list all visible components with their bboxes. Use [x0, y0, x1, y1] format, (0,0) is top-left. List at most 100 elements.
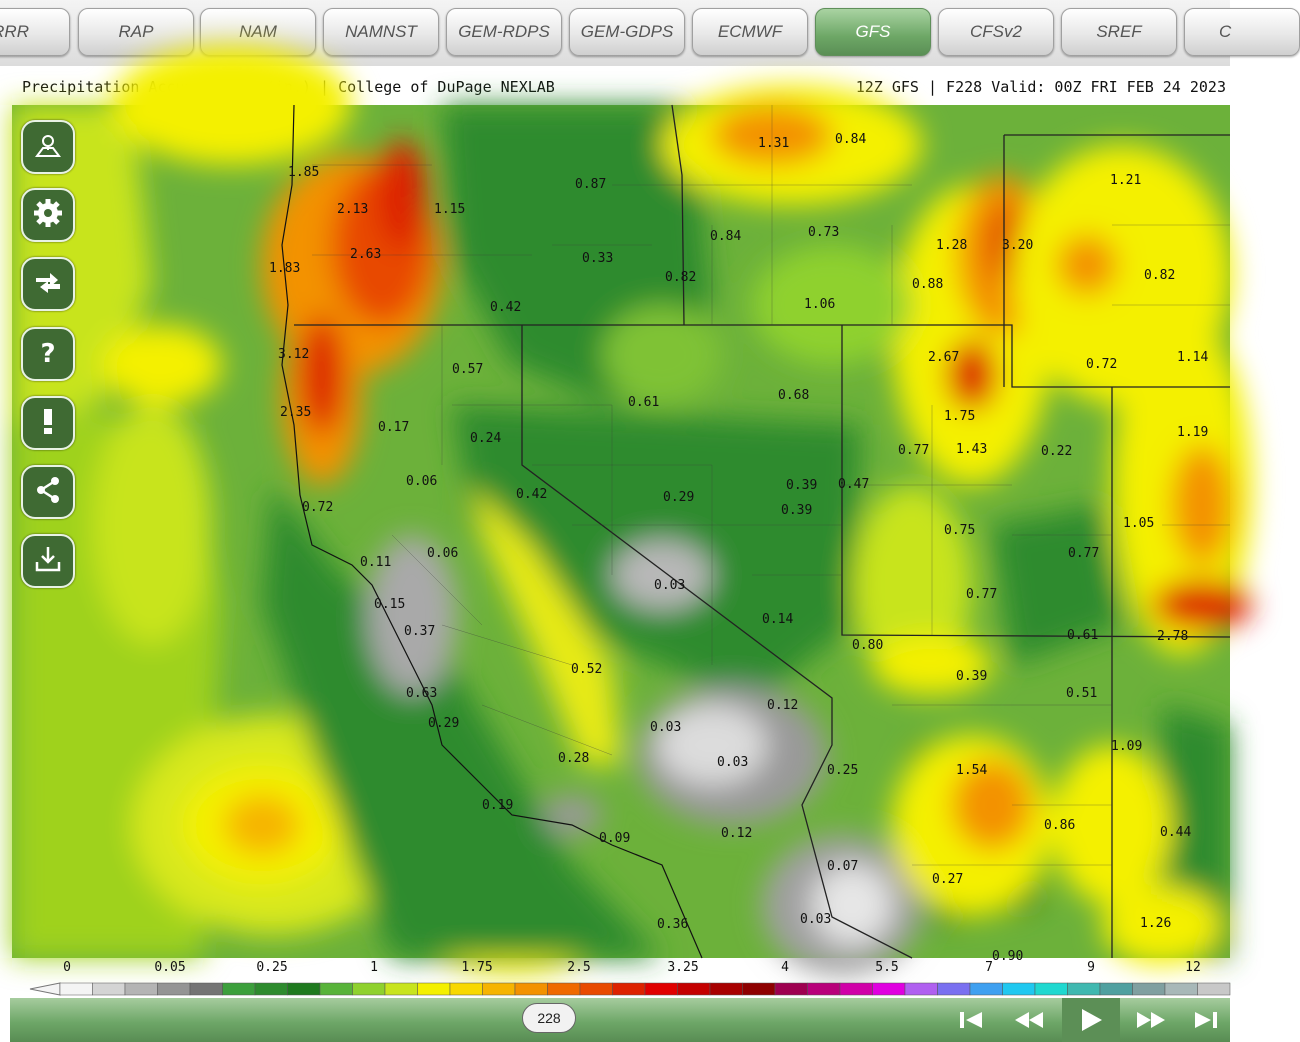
colorbar-swatch [1034, 982, 1068, 996]
precip-value: 0.39 [956, 669, 987, 684]
question-button[interactable]: ? [21, 327, 75, 381]
precip-value: 1.54 [956, 763, 987, 778]
exclamation-button[interactable] [21, 396, 75, 450]
precip-value: 0.17 [378, 420, 409, 435]
precip-value: 0.03 [800, 912, 831, 927]
colorbar-label: 9 [1087, 960, 1095, 975]
colorbar-swatch [254, 982, 288, 996]
last-frame-button[interactable] [1182, 998, 1230, 1042]
frame-counter[interactable]: 228 [522, 1003, 576, 1033]
swap-arrows-icon [33, 267, 63, 301]
precip-value: 1.06 [804, 297, 835, 312]
precip-value: 0.61 [628, 395, 659, 410]
share-icon [33, 475, 63, 509]
precip-value: 1.09 [1111, 739, 1142, 754]
precip-value: 0.51 [1066, 686, 1097, 701]
svg-text:?: ? [40, 339, 55, 369]
colorbar-swatch [547, 982, 581, 996]
tab-gem-rdps[interactable]: GEM-RDPS [446, 8, 562, 56]
download-button[interactable] [21, 534, 75, 588]
coastline [281, 104, 703, 959]
play-button[interactable] [1062, 998, 1120, 1042]
precip-value: 0.22 [1041, 444, 1072, 459]
precip-value: 0.84 [835, 132, 866, 147]
tab-gem-gdps[interactable]: GEM-GDPS [569, 8, 685, 56]
model-tab-bar: RRRRAPNAMNAMNSTGEM-RDPSGEM-GDPSECMWFGFSC… [0, 0, 1300, 66]
precip-value: 2.63 [350, 247, 381, 262]
fast-forward-icon [1137, 1012, 1165, 1028]
tab-rrr[interactable]: RRR [0, 8, 70, 56]
tab-ecmwf[interactable]: ECMWF [692, 8, 808, 56]
colorbar-label: 1.75 [461, 960, 493, 975]
step-back-button[interactable] [1000, 998, 1058, 1042]
colorbar-swatch [1197, 982, 1231, 996]
colorbar-label: 3.25 [667, 960, 699, 975]
precip-value: 0.90 [992, 949, 1023, 964]
precip-value: 0.03 [654, 578, 685, 593]
tab-rap[interactable]: RAP [78, 8, 194, 56]
precip-value: 0.44 [1160, 825, 1191, 840]
step-forward-button[interactable] [1122, 998, 1180, 1042]
precip-value: 0.27 [932, 872, 963, 887]
precip-value: 1.14 [1177, 350, 1208, 365]
colorbar-label: 12 [1185, 960, 1201, 975]
share-button[interactable] [21, 465, 75, 519]
tab-gfs[interactable]: GFS [815, 8, 931, 56]
colorbar-swatch [904, 982, 938, 996]
first-frame-button[interactable] [942, 998, 1000, 1042]
precip-value: 0.37 [404, 624, 435, 639]
precip-value: 0.12 [721, 826, 752, 841]
swap-arrows-button[interactable] [21, 257, 75, 311]
precip-value: 0.29 [663, 490, 694, 505]
precip-value: 1.26 [1140, 916, 1171, 931]
colorbar-label: 2.5 [567, 960, 591, 975]
precip-value: 0.06 [427, 546, 458, 561]
download-icon [33, 544, 63, 578]
tab-sref[interactable]: SREF [1061, 8, 1177, 56]
colorbar-label: 7 [985, 960, 993, 975]
precip-value: 0.03 [717, 755, 748, 770]
precip-value: 1.75 [944, 409, 975, 424]
precip-value: 0.77 [1068, 546, 1099, 561]
precip-value: 0.36 [657, 917, 688, 932]
animation-bar[interactable]: 228 [10, 998, 1230, 1042]
colorbar-swatch [677, 982, 711, 996]
tab-namnst[interactable]: NAMNST [323, 8, 439, 56]
colorbar-label: 0 [63, 960, 71, 975]
colorbar-swatch [352, 982, 386, 996]
precip-value: 0.52 [571, 662, 602, 677]
precip-value: 3.20 [1002, 238, 1033, 253]
precip-value: 0.68 [778, 388, 809, 403]
colorbar-label: 0.05 [154, 960, 186, 975]
first-frame-icon [960, 1012, 982, 1028]
state-borders [294, 104, 1231, 959]
map-pin-button[interactable] [21, 120, 75, 174]
precip-value: 0.28 [558, 751, 589, 766]
tab-cfsv2[interactable]: CFSv2 [938, 8, 1054, 56]
colorbar-swatch [1099, 982, 1133, 996]
last-frame-icon [1195, 1012, 1217, 1028]
precip-value: 0.07 [827, 859, 858, 874]
precip-value: 2.13 [337, 202, 368, 217]
precip-value: 0.73 [808, 225, 839, 240]
precip-value: 0.19 [482, 798, 513, 813]
colorbar-label: 4 [781, 960, 789, 975]
tab-c[interactable]: C [1184, 8, 1300, 56]
colorbar-swatch [1002, 982, 1036, 996]
precip-value: 1.05 [1123, 516, 1154, 531]
precip-value: 0.47 [838, 477, 869, 492]
precip-value: 0.75 [944, 523, 975, 538]
colorbar-swatch [124, 982, 158, 996]
precip-value: 0.29 [428, 716, 459, 731]
precip-value: 0.77 [966, 587, 997, 602]
map-pin-icon [33, 130, 63, 164]
gear-button[interactable] [21, 188, 75, 242]
precip-value: 0.72 [302, 500, 333, 515]
precip-value: 1.43 [956, 442, 987, 457]
precip-value: 1.15 [434, 202, 465, 217]
colorbar-swatch [937, 982, 971, 996]
precip-value: 2.67 [928, 350, 959, 365]
